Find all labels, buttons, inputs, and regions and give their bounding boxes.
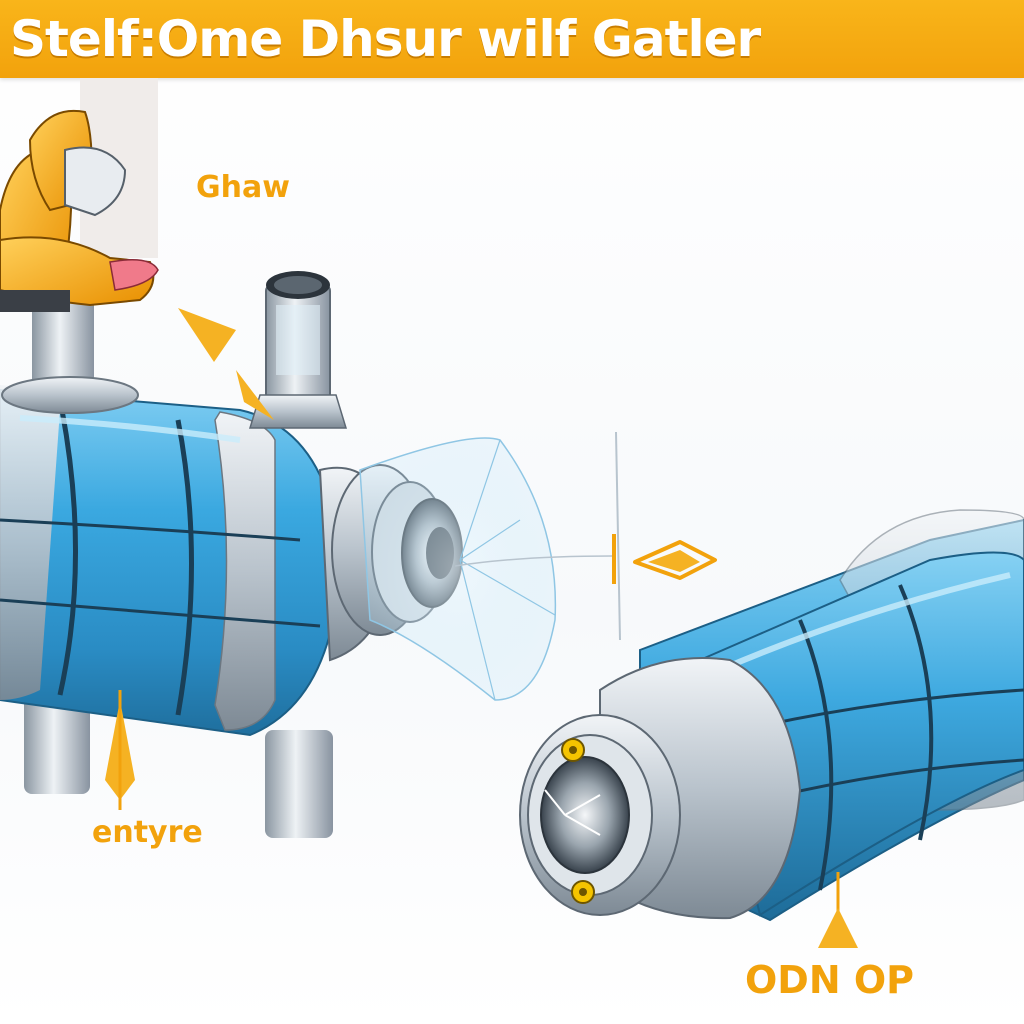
left-seam-3 bbox=[0, 518, 301, 542]
label-top: Ghaw bbox=[196, 170, 290, 205]
left-seam-2 bbox=[175, 419, 194, 716]
arrow-left-icon-fill bbox=[648, 550, 700, 572]
right-bolt-top-core bbox=[569, 746, 577, 754]
discharge-cone bbox=[359, 437, 557, 701]
arrow-down-right-icon-2 bbox=[236, 370, 274, 420]
measure-line bbox=[615, 431, 621, 641]
pump-diagram bbox=[0, 78, 1024, 948]
arrow-left-icon bbox=[633, 540, 717, 580]
sight-tube-glass bbox=[276, 305, 320, 375]
left-metal-band-2 bbox=[214, 411, 276, 731]
left-body-highlight bbox=[19, 415, 241, 443]
discharge-cone-lines bbox=[459, 439, 556, 701]
left-top-collar bbox=[1, 376, 139, 414]
annotations bbox=[105, 308, 858, 948]
label-left-bottom: entyre bbox=[92, 815, 203, 850]
right-face-bore bbox=[540, 756, 630, 874]
left-seam-1 bbox=[57, 409, 79, 696]
right-bolt-bottom-core bbox=[579, 888, 587, 896]
label-right-bottom: ODN OP bbox=[745, 958, 915, 1002]
left-support-leg-1 bbox=[24, 690, 90, 794]
sight-tube-base bbox=[248, 394, 348, 429]
left-support-leg-2 bbox=[265, 730, 333, 838]
robot-tool-tip bbox=[109, 259, 159, 291]
right-seam-2 bbox=[898, 584, 934, 841]
sight-tube-cap-inner bbox=[274, 276, 322, 294]
page-title: Stelf:Ome Dhsur wilf Gatler bbox=[10, 10, 761, 68]
right-body-highlight bbox=[718, 572, 1011, 673]
left-pump-assembly bbox=[0, 78, 557, 838]
left-metal-band-1 bbox=[0, 385, 60, 700]
arrow-up-icon-right bbox=[818, 908, 858, 948]
robot-operator bbox=[0, 109, 159, 312]
arrow-down-right-icon bbox=[178, 308, 236, 362]
measure-leader bbox=[454, 555, 613, 567]
left-seam-4 bbox=[0, 598, 321, 628]
title-bar: Stelf:Ome Dhsur wilf Gatler bbox=[0, 0, 1024, 78]
right-face-impeller bbox=[544, 789, 601, 836]
right-seam-1 bbox=[798, 619, 834, 891]
robot-visor bbox=[64, 146, 127, 217]
right-pump-assembly bbox=[519, 509, 1024, 922]
robot-belt bbox=[0, 290, 70, 312]
left-inlet-pipe bbox=[32, 300, 94, 380]
